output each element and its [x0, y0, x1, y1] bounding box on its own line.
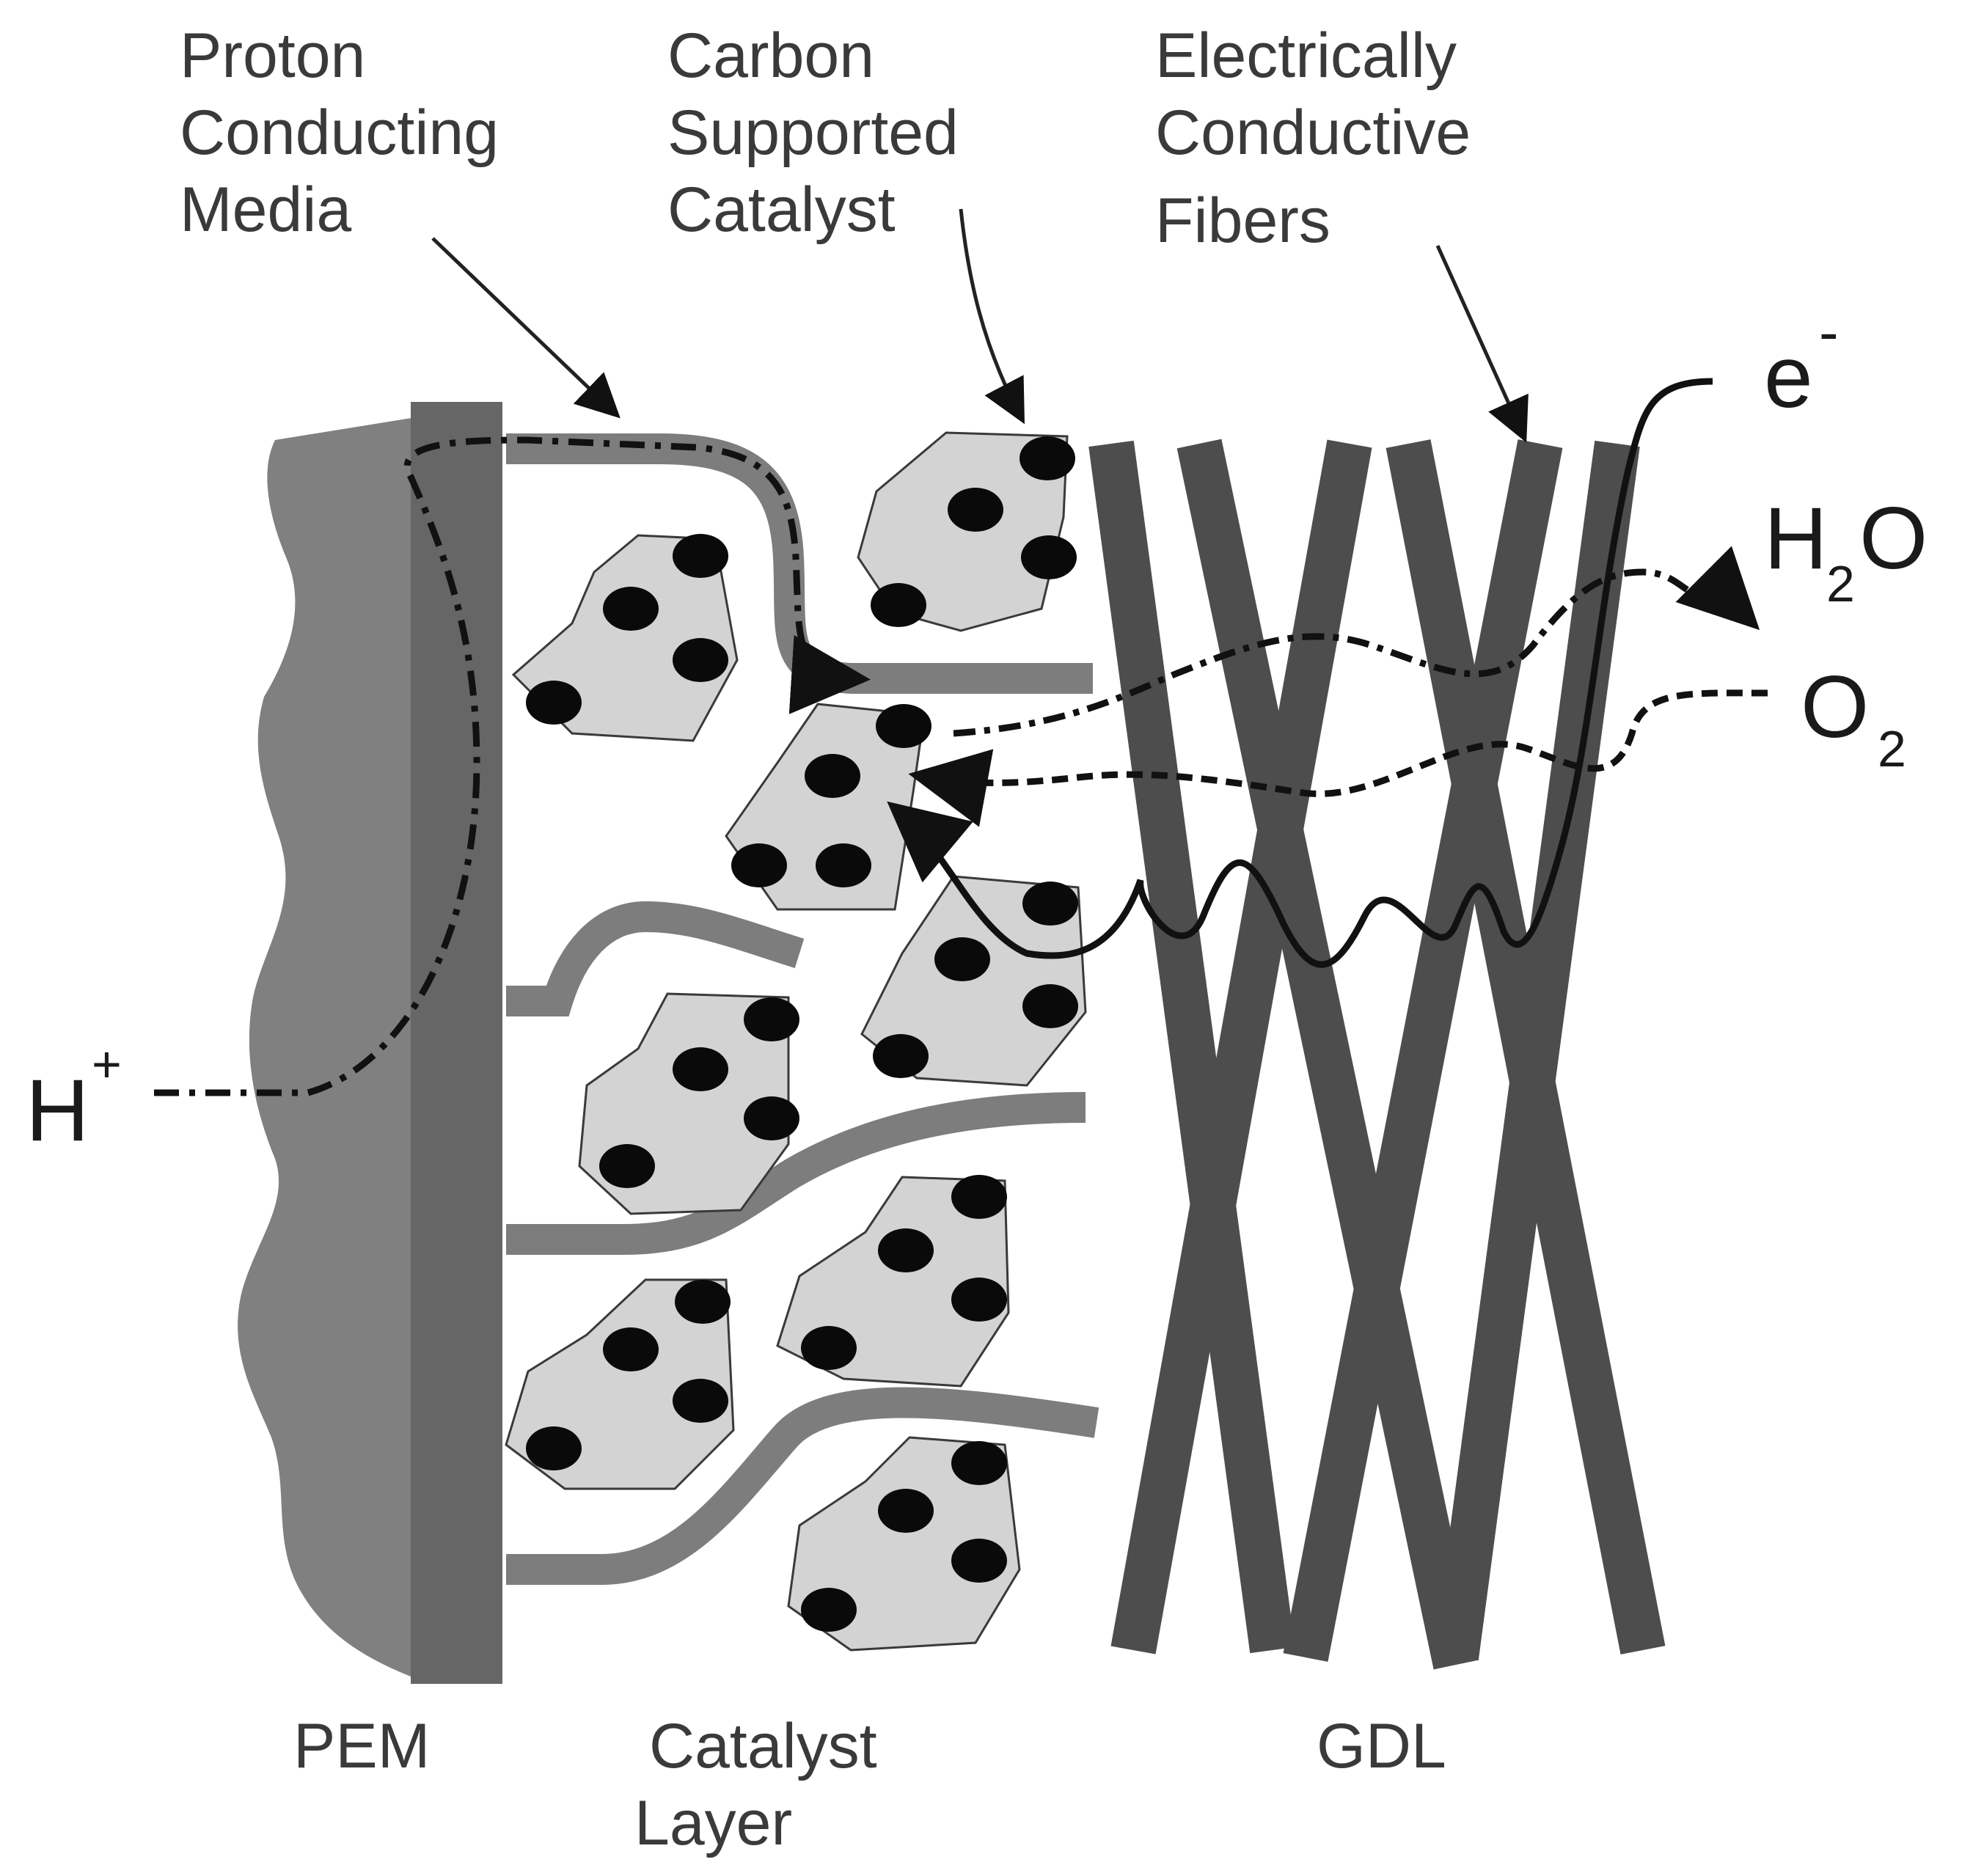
label-line: Electrically [1155, 21, 1457, 91]
catalyst-dot [878, 1489, 934, 1533]
catalyst-dot [801, 1588, 857, 1632]
water-h: H [1764, 489, 1828, 587]
catalyst-dot [805, 754, 860, 798]
electron-label: e - [1764, 299, 1839, 426]
catalyst-dot [816, 843, 871, 887]
label-line: Catalyst [649, 1711, 877, 1781]
catalyst-particle [860, 875, 1087, 1087]
oxygen-subscript: 2 [1878, 720, 1906, 777]
electron-path [887, 378, 1713, 968]
catalyst-dot [1022, 882, 1078, 926]
label-line: Conducting [180, 98, 499, 168]
fiber-strand [1110, 439, 1372, 1655]
catalyst-particle [787, 1436, 1021, 1652]
label-line: Supported [667, 98, 959, 168]
label-line: Conductive [1155, 98, 1471, 168]
catalyst-dot [744, 997, 799, 1041]
catalyst-particle [857, 431, 1077, 632]
catalyst-dot [744, 1096, 799, 1140]
catalyst-dot [871, 583, 926, 627]
catalyst-dot [1022, 984, 1078, 1028]
catalyst-dot [801, 1326, 857, 1370]
catalyst-dot [951, 1539, 1007, 1583]
ionomer-strand-4 [506, 1387, 1099, 1585]
ionomer-strand-2 [506, 901, 805, 1016]
catalyst-dot [948, 488, 1003, 532]
label-line: Catalyst [667, 175, 896, 245]
fibers-arrow [1435, 244, 1529, 443]
catalyst-layer-label: Catalyst Layer [634, 1711, 877, 1858]
label-line: Carbon [667, 21, 874, 91]
catalyst-dot [673, 1047, 728, 1091]
catalyst-dot [675, 1280, 731, 1324]
water-subscript: 2 [1826, 555, 1855, 612]
catalyst-dot [951, 1441, 1007, 1485]
label-line: Layer [634, 1788, 792, 1858]
carbon-support [860, 875, 1087, 1087]
water-path [953, 546, 1760, 737]
proton-media-arrow [431, 237, 621, 419]
proton-charge: + [92, 1036, 122, 1093]
pem-membrane [238, 402, 502, 1684]
oxygen-path [908, 689, 1768, 827]
gdl-fibers [1088, 439, 1666, 1670]
catalyst-particle [511, 534, 739, 742]
catalyst-dot [673, 534, 728, 578]
catalyst-dot [673, 1379, 728, 1423]
catalyst-dot [603, 1327, 659, 1371]
ionomer-strand-3 [506, 1092, 1086, 1255]
catalyst-dot [1021, 535, 1077, 579]
label-line: Fibers [1155, 186, 1330, 256]
fiber-strand [1283, 439, 1563, 1662]
catalyst-dot [1020, 436, 1075, 480]
proton-path [154, 436, 871, 1096]
proton-media-label: Proton Conducting Media [180, 21, 499, 245]
catalyst-dot [876, 704, 931, 748]
electron-charge: - [1819, 299, 1839, 364]
gdl-label: GDL [1317, 1711, 1446, 1781]
catalyst-dot [951, 1278, 1007, 1322]
label-line: Proton [180, 21, 365, 91]
catalyst-dot [526, 681, 582, 725]
fibers-label: Electrically Conductive Fibers [1155, 21, 1471, 256]
reaction-paths [154, 378, 1768, 1096]
catalyst-dot [526, 1426, 582, 1470]
catalyst-particle [725, 703, 931, 911]
catalyst-particle [776, 1175, 1010, 1388]
catalyst-dot [731, 843, 787, 887]
label-arrows [431, 208, 1529, 443]
fiber-strand [1088, 440, 1295, 1654]
catalyst-dot [599, 1144, 655, 1188]
fiber-strand [1176, 439, 1479, 1670]
oxygen-o: O [1801, 658, 1869, 756]
catalyst-particle [505, 1278, 735, 1490]
catalyst-dot [951, 1175, 1007, 1219]
proton-symbol: H [26, 1061, 89, 1159]
carbon-catalyst-label: Carbon Supported Catalyst [667, 21, 959, 245]
catalyst-particles [505, 431, 1087, 1652]
catalyst-arrow [959, 208, 1025, 425]
catalyst-dot [603, 587, 659, 631]
pem-label: PEM [293, 1711, 430, 1781]
catalyst-dot [878, 1228, 934, 1272]
water-label: H 2 O [1764, 489, 1928, 612]
catalyst-dot [934, 937, 990, 981]
catalyst-dot [673, 638, 728, 682]
proton-label: H + [26, 1036, 122, 1159]
catalyst-dot [873, 1034, 929, 1078]
catalyst-particle [578, 992, 799, 1215]
electron-symbol: e [1764, 328, 1813, 426]
fiber-strand [1433, 440, 1640, 1661]
oxygen-label: O 2 [1801, 658, 1906, 777]
water-o: O [1859, 489, 1928, 587]
pem-flat-edge [411, 402, 502, 1684]
label-line: Media [180, 175, 351, 245]
